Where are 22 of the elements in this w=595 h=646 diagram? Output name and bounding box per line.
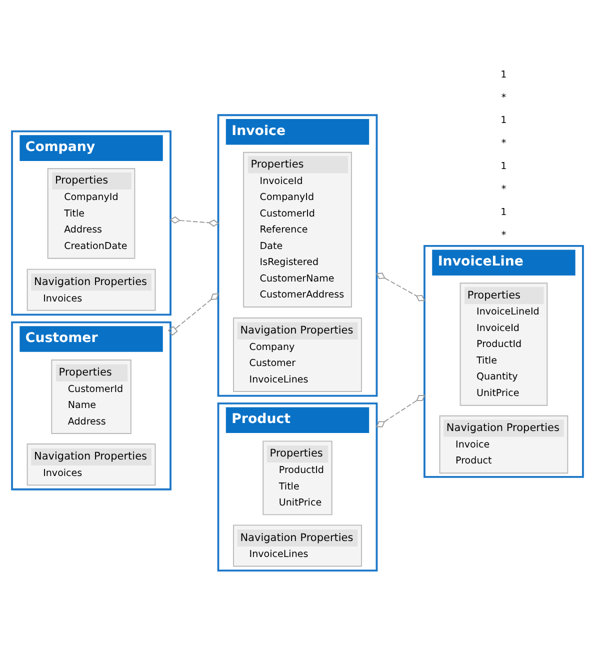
connector bbox=[376, 272, 426, 301]
label: * bbox=[501, 229, 506, 240]
connector bbox=[170, 216, 220, 226]
label: 1 bbox=[500, 160, 507, 172]
connector bbox=[168, 292, 219, 336]
node-box: Properties ProductId Title UnitPrice bbox=[262, 440, 332, 515]
node-box: Navigation Properties Company Customer InvoiceLines bbox=[233, 317, 362, 392]
node-box: Navigation Properties Invoice Product bbox=[439, 414, 568, 474]
connector bbox=[376, 394, 426, 427]
label: 1 bbox=[500, 68, 507, 80]
label: * bbox=[501, 92, 506, 103]
node-box: Navigation Properties InvoiceLines bbox=[233, 524, 362, 566]
label: 1 bbox=[500, 206, 507, 218]
node-box: Navigation Properties Invoices bbox=[26, 268, 156, 310]
node-box: Properties InvoiceId CompanyId CustomerId Reference Date IsRegistered CustomerName CustomerAddress bbox=[243, 151, 352, 307]
node-box: Properties InvoiceLineId InvoiceId ProductId Title Quantity UnitPrice bbox=[460, 282, 548, 406]
label: * bbox=[501, 138, 506, 149]
label: 1 bbox=[500, 114, 507, 126]
node-box: Properties CustomerId Name Address bbox=[51, 359, 132, 434]
node-box: Properties CompanyId Title Address CreationDate bbox=[47, 168, 136, 258]
label: * bbox=[501, 183, 506, 194]
node-box: Navigation Properties Invoices bbox=[26, 443, 156, 486]
